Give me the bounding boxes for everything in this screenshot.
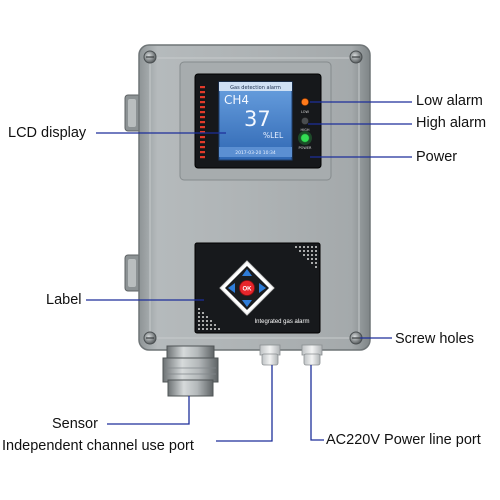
- lcd-gas-name: CH4: [224, 93, 249, 107]
- callout-independent-port: Independent channel use port: [2, 438, 194, 454]
- callout-power: Power: [416, 149, 458, 165]
- ok-button-label: OK: [243, 287, 253, 293]
- display-panel: Gas detection alarm CH4 37 %LEL 2017-03-…: [194, 73, 322, 169]
- leader-lines: [86, 101, 412, 442]
- leader-ac-port: [310, 365, 324, 441]
- label-caption: Integrated gas alarm: [254, 319, 309, 325]
- screw-top-left: [143, 50, 157, 64]
- lcd-reading: 37: [244, 107, 271, 131]
- up-arrow-button[interactable]: [242, 269, 252, 276]
- lcd-screen: Gas detection alarm CH4 37 %LEL 2017-03-…: [218, 81, 293, 161]
- callout-low-alarm: Low alarm: [416, 93, 483, 109]
- callout-label: Label: [46, 292, 82, 308]
- power-led-tag: POWER: [299, 146, 313, 150]
- power-led: POWER: [298, 131, 312, 150]
- lcd-header: Gas detection alarm: [230, 85, 281, 91]
- dot-pattern-bottom-left: [198, 308, 220, 330]
- ok-button[interactable]: [239, 280, 255, 296]
- callout-ac-port: AC220V Power line port: [326, 432, 481, 448]
- cable-gland-right: [301, 344, 323, 366]
- left-arrow-button[interactable]: [228, 283, 235, 293]
- leader-independent-port: [216, 365, 273, 442]
- cable-gland-left: [259, 344, 281, 366]
- high-led-tag: HIGH: [300, 128, 309, 132]
- leader-sensor: [107, 396, 190, 425]
- right-arrow-button[interactable]: [259, 283, 266, 293]
- screw-top-right: [349, 50, 363, 64]
- lcd-unit: %LEL: [263, 131, 284, 140]
- low-led-tag: LOW: [301, 110, 310, 114]
- dot-pattern-top-right: [295, 246, 317, 268]
- hinge-lower: [124, 254, 142, 292]
- callout-high-alarm: High alarm: [416, 115, 487, 131]
- callout-lcd-display: LCD display: [8, 125, 87, 141]
- keypad: OK: [219, 260, 275, 316]
- bargraph-leds: [200, 86, 205, 159]
- label-panel: OK Integrated gas alarm: [194, 242, 321, 334]
- callout-sensor: Sensor: [52, 416, 98, 432]
- high-alarm-led: HIGH: [300, 117, 310, 132]
- low-alarm-led: LOW: [301, 98, 310, 114]
- lcd-footer: 2017-03-20 10:34: [235, 150, 276, 156]
- callout-screw-holes: Screw holes: [395, 331, 474, 347]
- down-arrow-button[interactable]: [242, 300, 252, 307]
- sensor: [162, 345, 219, 397]
- screw-bottom-left: [143, 331, 157, 345]
